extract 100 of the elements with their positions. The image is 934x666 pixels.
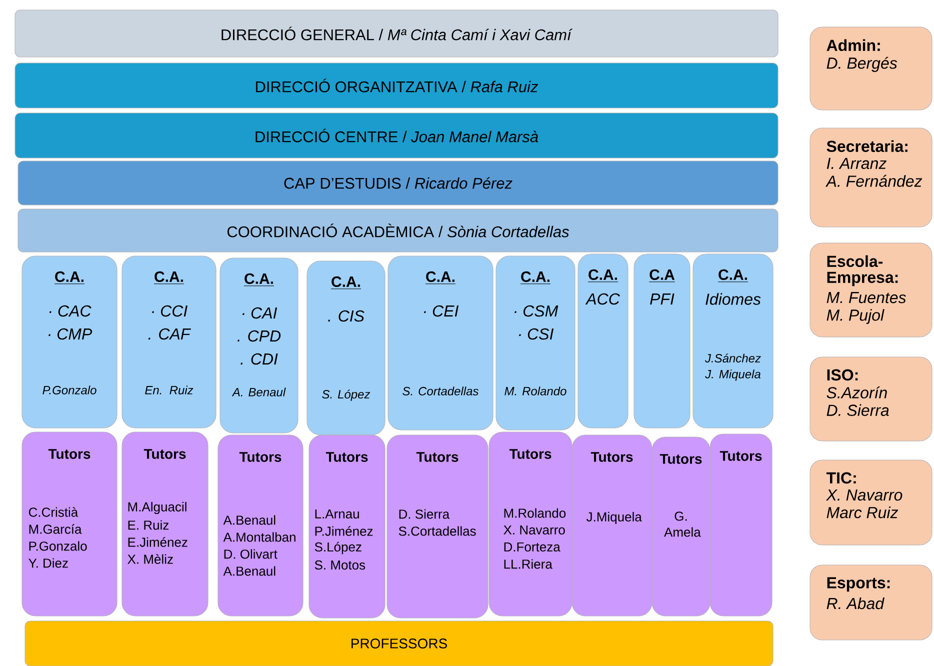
heading: Tutors bbox=[48, 449, 90, 459]
person-name: D. Olivart bbox=[224, 549, 278, 559]
person-name: S.Cortadellas bbox=[398, 526, 476, 536]
course-code: · CSI bbox=[519, 328, 554, 340]
heading: Tutors bbox=[509, 449, 552, 459]
department-box bbox=[810, 356, 932, 442]
course-code: · CEI bbox=[424, 305, 459, 317]
person-name: A.Benaul bbox=[223, 515, 276, 525]
person-name: P.Jiménez bbox=[315, 526, 373, 536]
person-name: J.Miquela bbox=[586, 512, 642, 524]
department-box bbox=[810, 564, 932, 640]
person-name: L.Arnau bbox=[315, 509, 359, 519]
course-code: · CMP bbox=[48, 328, 92, 340]
heading: Admin: bbox=[826, 39, 880, 51]
level-band bbox=[14, 112, 778, 158]
heading: C.A. bbox=[54, 271, 85, 284]
person-name: D. Bergés bbox=[826, 56, 898, 72]
level-title: COORDINACIÓ ACADÈMICA / Sònia Cortadellas bbox=[227, 224, 569, 238]
course-code: . CIS bbox=[328, 310, 364, 322]
tutors-box bbox=[488, 432, 572, 616]
person-name: M. Fuentes bbox=[826, 292, 906, 304]
tutors-box bbox=[572, 434, 652, 616]
tutors-box bbox=[710, 434, 772, 616]
course-code: · CAI bbox=[242, 307, 278, 319]
coordination-box bbox=[578, 254, 628, 428]
heading: Secretaria: bbox=[826, 140, 908, 152]
tutors-box bbox=[386, 434, 488, 618]
person-name: S.Azorín bbox=[826, 386, 887, 398]
heading: C.A. bbox=[244, 273, 274, 286]
person-name: D.Forteza bbox=[504, 542, 560, 552]
person-name: E.Jiménez bbox=[128, 537, 188, 547]
person-name: P.Gonzalo bbox=[29, 541, 87, 551]
level-band bbox=[14, 62, 778, 108]
heading: Tutors bbox=[590, 452, 633, 462]
heading: Esports: bbox=[827, 577, 890, 592]
course-code: PFI bbox=[650, 294, 674, 304]
person-name: G. Amela bbox=[664, 512, 701, 537]
course-code: · CAC bbox=[49, 305, 92, 317]
person-name: E. Ruiz bbox=[128, 520, 169, 530]
heading: Tutors bbox=[720, 451, 762, 461]
level-title: PROFESSORS bbox=[352, 638, 447, 648]
heading: Tutors bbox=[416, 452, 458, 462]
person-name: Marc Ruiz bbox=[826, 506, 898, 518]
heading: C.A. bbox=[330, 276, 362, 290]
person-name: M. Pujol bbox=[826, 309, 884, 324]
course-code: . CDI bbox=[240, 353, 278, 365]
tutors-box bbox=[308, 434, 386, 618]
heading: Tutors bbox=[660, 454, 702, 464]
tutors-box bbox=[218, 434, 304, 616]
person-name: X. Navarro bbox=[826, 489, 902, 501]
coordination-box bbox=[22, 256, 118, 428]
heading: C.A. bbox=[520, 271, 551, 284]
level-band bbox=[14, 10, 778, 58]
heading: TIC: bbox=[826, 472, 856, 484]
course-code: ACC bbox=[585, 293, 620, 305]
department-box bbox=[810, 26, 932, 110]
person-name: S.López bbox=[314, 542, 362, 554]
coordination-box bbox=[496, 256, 576, 430]
heading: C.A. bbox=[425, 271, 456, 284]
person-name: M. Rolando bbox=[504, 386, 566, 396]
person-name: X. Navarro bbox=[504, 525, 565, 535]
person-name: P.Gonzalo bbox=[42, 386, 96, 394]
department-box bbox=[810, 460, 932, 546]
coordination-box bbox=[220, 258, 298, 434]
level-title: CAP D’ESTUDIS / Ricardo Pérez bbox=[284, 177, 512, 189]
tutors-box bbox=[122, 432, 208, 616]
person-name: A.Montalban bbox=[223, 532, 296, 542]
level-title: DIRECCIÓ CENTRE / Joan Manel Marsà bbox=[256, 128, 538, 142]
department-box bbox=[810, 242, 932, 338]
course-code: Idiomes bbox=[706, 293, 761, 305]
level-title: DIRECCIÓ GENERAL / Mª Cinta Camí i Xavi Camí bbox=[222, 26, 573, 40]
heading: Tutors bbox=[326, 452, 368, 462]
department-box bbox=[810, 128, 932, 228]
person-name: M.Rolando bbox=[504, 508, 566, 518]
course-code: . CPD bbox=[238, 330, 281, 342]
person-name: J.Sánchez bbox=[704, 354, 761, 363]
heading: Escola-Empresa: bbox=[827, 255, 898, 286]
person-name: R. Abad bbox=[826, 597, 884, 610]
heading: Tutors bbox=[144, 449, 186, 459]
coordination-box bbox=[122, 256, 216, 428]
heading: C.A. bbox=[588, 269, 618, 282]
person-name: C.Cristià bbox=[28, 507, 78, 517]
person-name: A.Benaul bbox=[223, 566, 276, 576]
course-code: · CSM bbox=[514, 305, 558, 317]
heading: ISO: bbox=[827, 369, 858, 381]
level-band bbox=[18, 208, 778, 252]
person-name: M.García bbox=[29, 524, 82, 534]
level-band bbox=[18, 160, 778, 206]
coordination-box bbox=[634, 254, 690, 428]
person-name: S. Motos bbox=[314, 560, 366, 570]
person-name: D. Sierra bbox=[399, 509, 450, 519]
person-name: J. Miquela bbox=[705, 370, 760, 381]
heading: C.A. bbox=[154, 271, 184, 284]
person-name: X. Mèliz bbox=[128, 554, 173, 564]
person-name: M.Alguacil bbox=[128, 502, 186, 514]
course-code: . CAF bbox=[148, 328, 191, 340]
coordination-box bbox=[306, 260, 386, 436]
person-name: I. Arranz bbox=[826, 158, 886, 170]
level-title: DIRECCIÓ ORGANITZATIVA / Rafa Ruiz bbox=[256, 78, 538, 92]
person-name: S. Cortadellas bbox=[402, 386, 478, 396]
